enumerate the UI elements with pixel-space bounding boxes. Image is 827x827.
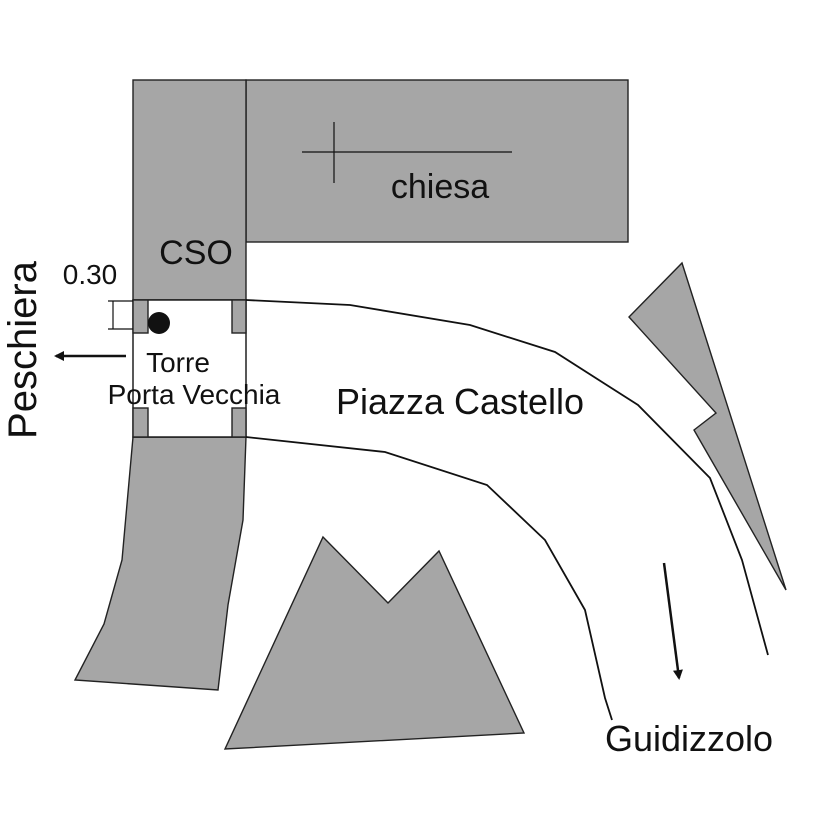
cso-label: CSO [159,234,233,272]
lower-left-building [73,436,247,691]
bottom-building [223,535,526,750]
gate-wall-sw [132,407,149,438]
arrow-down-icon [662,562,683,680]
cross-icon [302,122,512,183]
gate-wall-se [231,407,247,438]
church-building [245,79,629,243]
road-edge-north [245,299,769,656]
church-label: chiesa [391,168,489,206]
gate-wall-nw [132,299,149,334]
dot-icon [148,312,170,334]
right-building [628,261,787,591]
tower-label-line1: Torre [146,347,210,378]
dimension-marker [108,300,133,330]
road-edge-south [245,436,613,721]
square-label: Piazza Castello [336,381,584,422]
tower-label-line2: Porta Vecchia [108,379,281,410]
guidizzolo-label: Guidizzolo [605,718,773,759]
dimension-label: 0.30 [63,259,118,290]
peschiera-label: Peschiera [1,260,45,439]
gate-wall-ne [231,299,247,334]
cso-building [132,79,247,301]
